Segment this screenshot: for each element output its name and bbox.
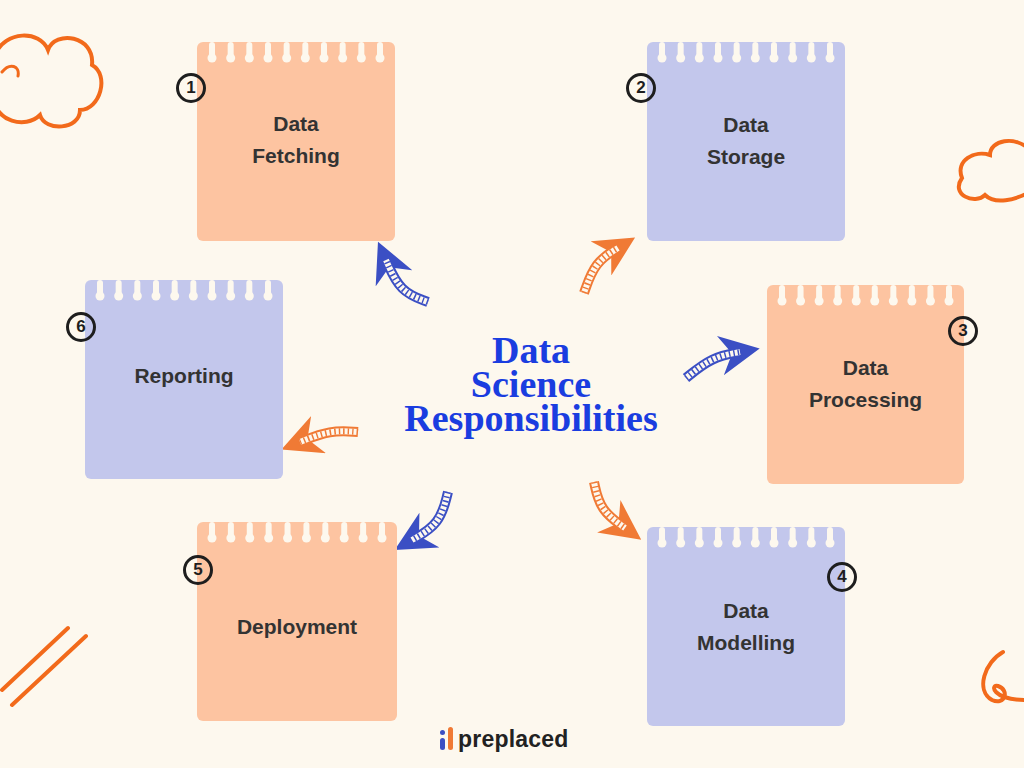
direction-arrow [300, 431, 358, 442]
direction-arrow [594, 482, 625, 528]
callout-number: 4 [827, 562, 857, 592]
box-label: Reporting [104, 360, 264, 392]
notepad-box: Deployment [197, 522, 397, 721]
spiral-binding [647, 42, 845, 72]
spiral-binding [85, 280, 283, 310]
box-label: Data Processing [791, 352, 941, 416]
box-label: Data Fetching [237, 108, 355, 172]
cloud-doodle-curl [2, 66, 18, 76]
slash-doodle [2, 628, 86, 705]
spiral-binding [767, 285, 964, 315]
direction-arrow [686, 352, 740, 378]
squiggle-doodle [983, 652, 1024, 701]
cloud-doodle [959, 141, 1024, 201]
notepad-box: Data Fetching [197, 42, 395, 241]
logo-text: preplaced [458, 726, 568, 753]
box-label: Data Storage [687, 109, 805, 173]
callout-number: 1 [176, 73, 206, 103]
cloud-doodle [0, 36, 101, 127]
logo-icon [448, 727, 453, 750]
callout-number: 2 [626, 73, 656, 103]
notepad-box: Data Modelling [647, 527, 845, 726]
direction-arrow [412, 492, 448, 540]
diagram-title: Data Science Responsibilities [361, 333, 701, 435]
box-label: Data Modelling [681, 595, 811, 659]
notepad-box: Data Storage [647, 42, 845, 241]
box-label: Deployment [212, 611, 382, 643]
spiral-binding [647, 527, 845, 557]
callout-number: 5 [183, 555, 213, 585]
callout-number: 6 [66, 312, 96, 342]
callout-number: 3 [948, 316, 978, 346]
spiral-binding [197, 522, 397, 552]
logo-icon [440, 730, 445, 735]
notepad-box: Data Processing [767, 285, 964, 484]
spiral-binding [197, 42, 395, 72]
notepad-box: Reporting [85, 280, 283, 479]
direction-arrow [584, 248, 618, 293]
direction-arrow [386, 260, 428, 302]
logo-icon [440, 738, 445, 750]
